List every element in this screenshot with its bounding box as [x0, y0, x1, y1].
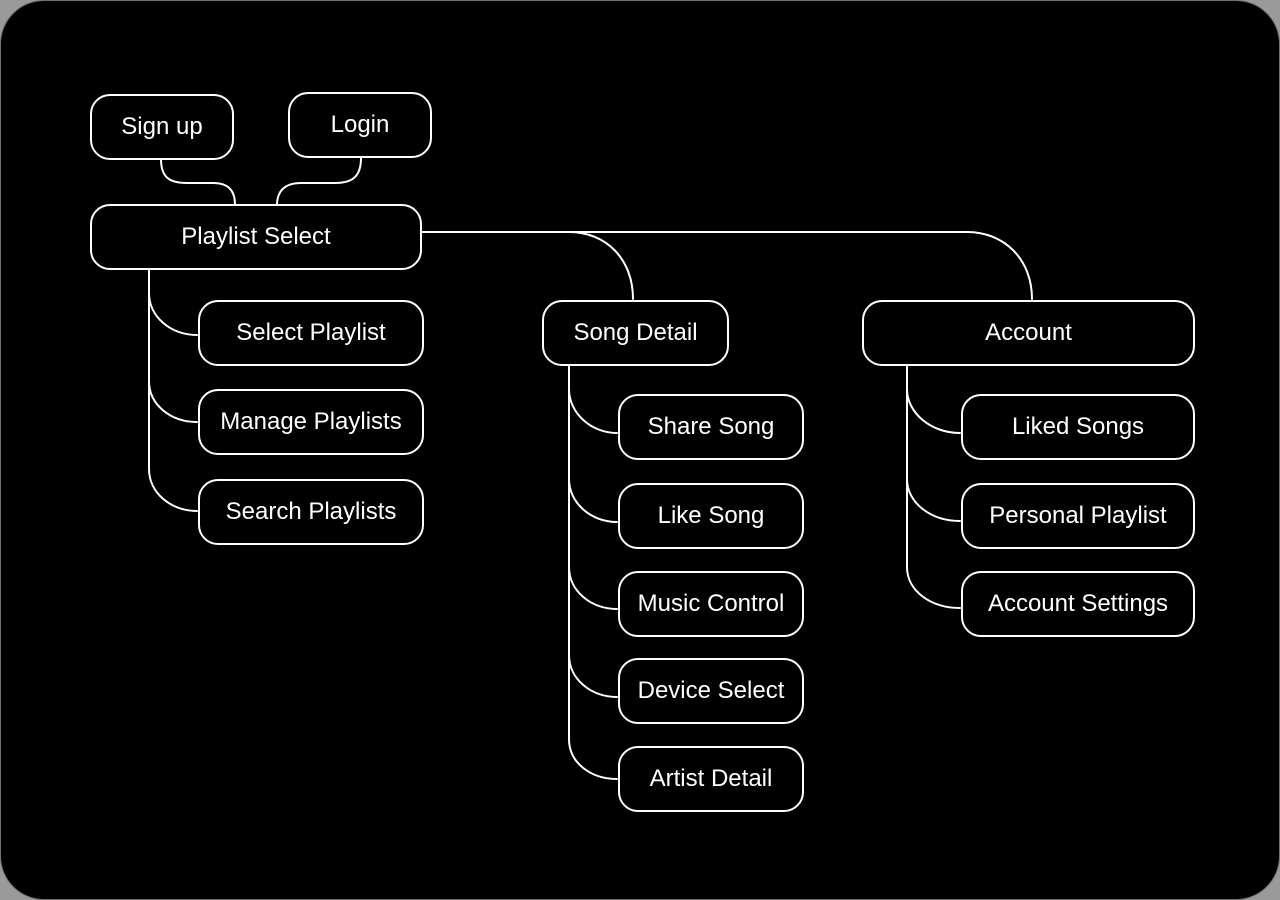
- connector-login: [276, 157, 362, 206]
- connector-liked-songs: [906, 388, 961, 434]
- device-select-node[interactable]: Device Select: [618, 658, 804, 724]
- song-detail-node[interactable]: Song Detail: [542, 300, 729, 366]
- connector-playlist-trunk: [148, 268, 198, 512]
- account-node[interactable]: Account: [862, 300, 1195, 366]
- playlist-select-node[interactable]: Playlist Select: [90, 204, 422, 270]
- music-control-node[interactable]: Music Control: [618, 571, 804, 637]
- search-playlists-node[interactable]: Search Playlists: [198, 479, 424, 545]
- share-song-node[interactable]: Share Song: [618, 394, 804, 460]
- connector-signup: [160, 158, 236, 206]
- manage-playlists-node[interactable]: Manage Playlists: [198, 389, 424, 455]
- login-node[interactable]: Login: [288, 92, 432, 158]
- signup-node[interactable]: Sign up: [90, 94, 234, 160]
- connector-music-control: [568, 566, 618, 610]
- connector-account-trunk: [906, 364, 961, 609]
- connector-to-song-detail: [420, 231, 634, 300]
- select-playlist-node[interactable]: Select Playlist: [198, 300, 424, 366]
- connector-song-trunk: [568, 364, 618, 780]
- connector-share-song: [568, 388, 618, 434]
- connector-like-song: [568, 478, 618, 523]
- connector-to-account: [568, 231, 1033, 300]
- connector-personal-playlist: [906, 478, 961, 522]
- liked-songs-node[interactable]: Liked Songs: [961, 394, 1195, 460]
- personal-playlist-node[interactable]: Personal Playlist: [961, 483, 1195, 549]
- account-settings-node[interactable]: Account Settings: [961, 571, 1195, 637]
- like-song-node[interactable]: Like Song: [618, 483, 804, 549]
- connector-select-playlist: [148, 292, 198, 336]
- connector-device-select: [568, 654, 618, 698]
- connector-manage-playlists: [148, 380, 198, 423]
- artist-detail-node[interactable]: Artist Detail: [618, 746, 804, 812]
